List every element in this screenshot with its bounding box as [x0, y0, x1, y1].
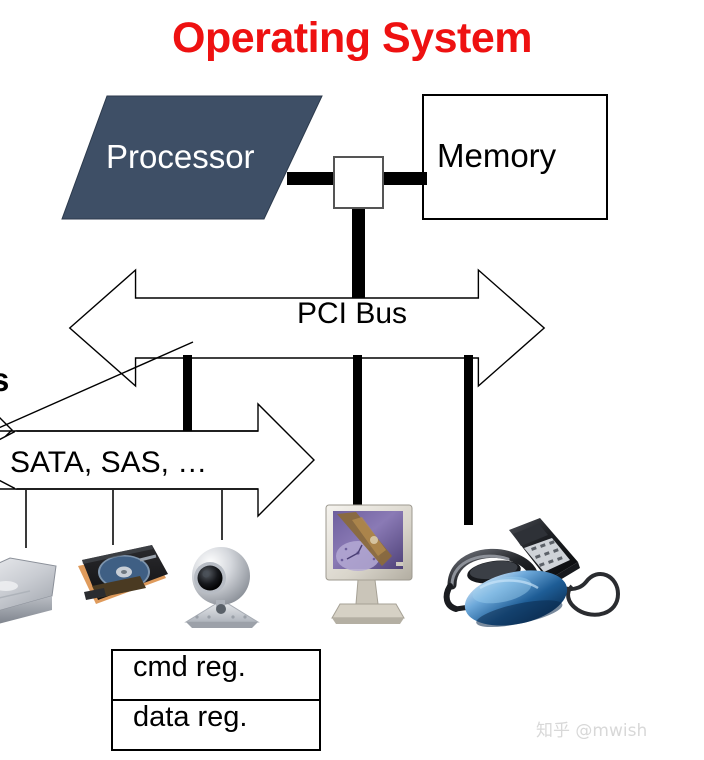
storage-device-links: [25, 490, 223, 548]
device-scanner: [0, 557, 57, 624]
offscreen-bus-fragment: [0, 341, 194, 443]
register-box: [111, 649, 321, 751]
pci-bus-label: PCI Bus: [296, 297, 408, 330]
pci-device-links: [183, 355, 473, 525]
device-hard-disk-drive: [78, 545, 168, 604]
storage-bus-label: SATA, SAS, …: [10, 446, 208, 479]
device-pda-phone: [509, 518, 580, 586]
cmd-register-label: cmd reg.: [133, 651, 246, 683]
memory-block: [422, 94, 608, 220]
storage-bus-arrow: [0, 402, 315, 518]
processor-label: Processor: [106, 138, 255, 175]
processor-block: [61, 95, 323, 220]
memory-label: Memory: [437, 137, 557, 174]
device-computer-mouse: [464, 570, 568, 628]
device-webcam: [184, 547, 260, 628]
page-title: Operating System: [172, 14, 533, 62]
watermark: 知乎 @mwish: [536, 721, 648, 741]
data-register-label: data reg.: [133, 701, 248, 733]
chipset-connector-group: [287, 156, 427, 301]
device-cable: [550, 572, 621, 617]
cut-off-bus-label: s: [0, 361, 10, 398]
device-lcd-monitor: [325, 504, 413, 624]
